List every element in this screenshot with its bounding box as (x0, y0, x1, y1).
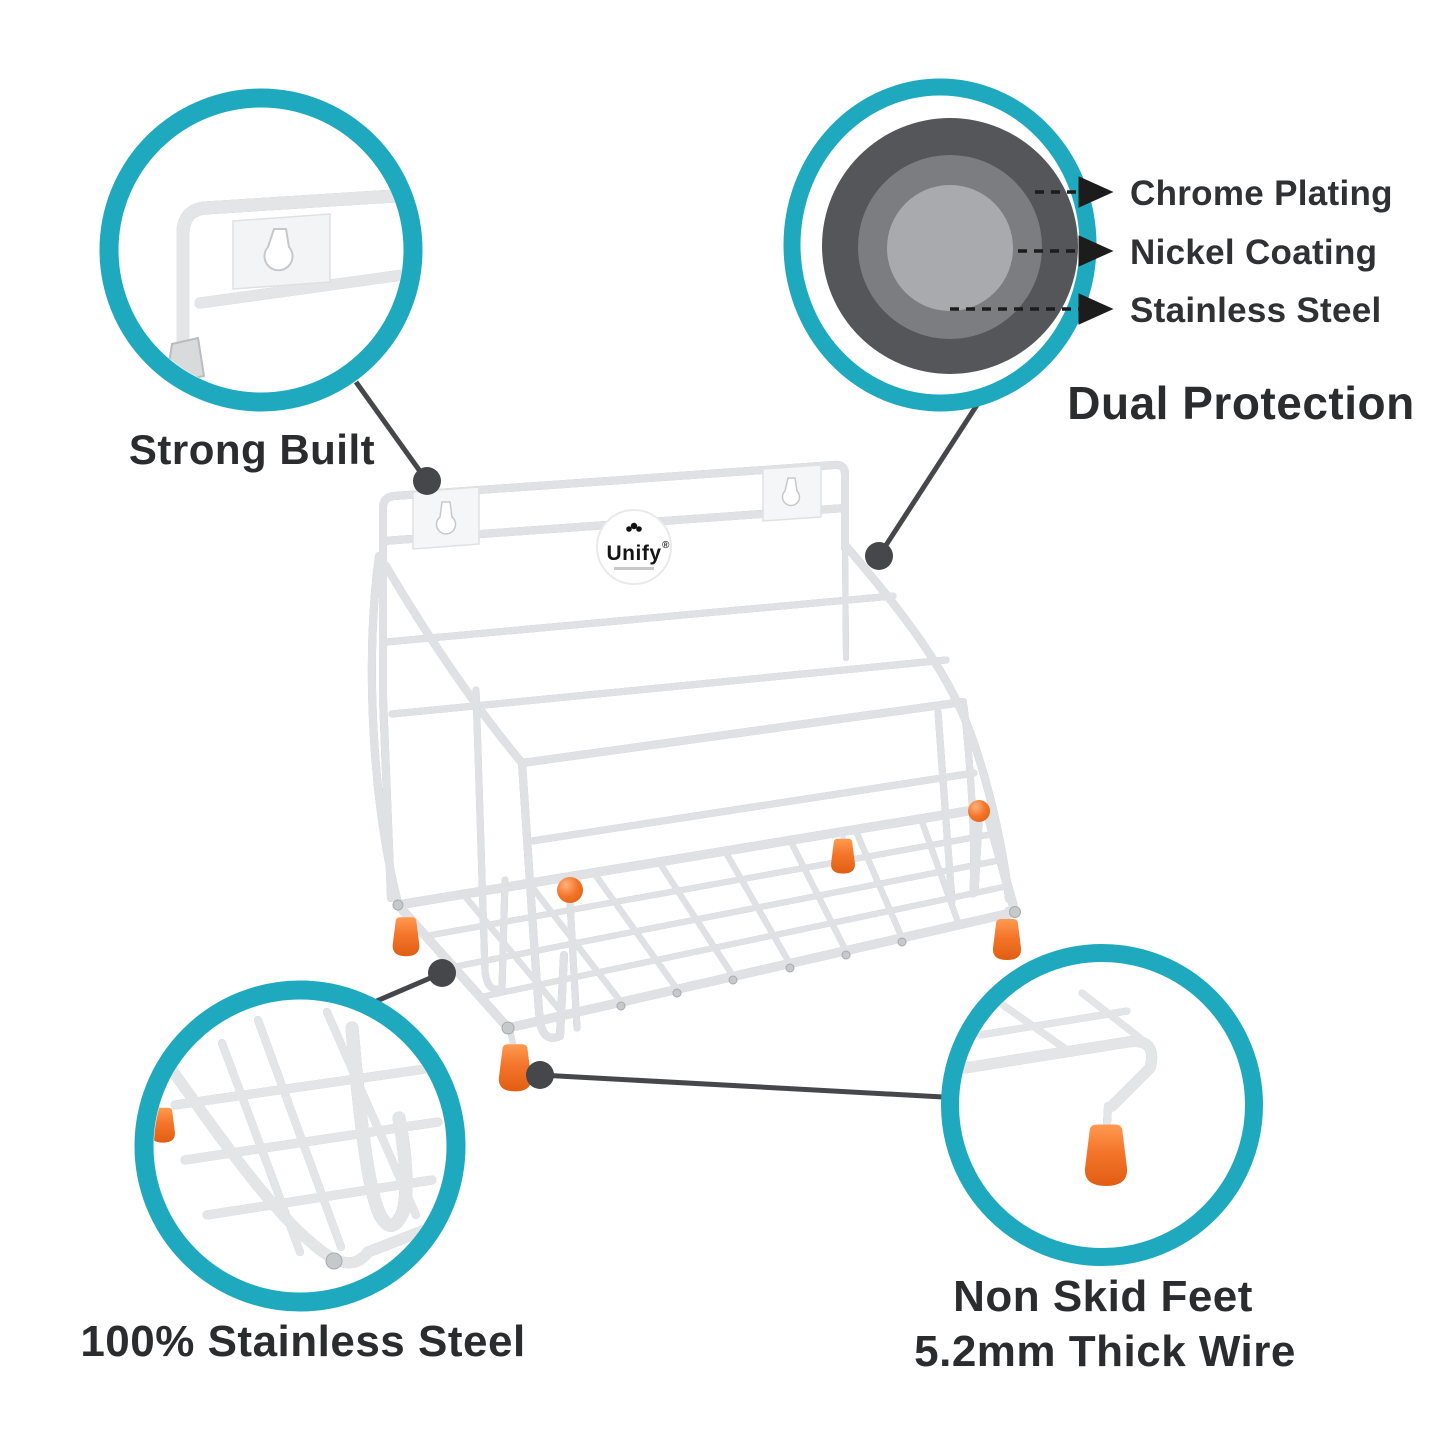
callout-circle (99, 88, 423, 412)
chrome-plating-label: Chrome Plating (1130, 174, 1393, 213)
non-skid-caption-line1: Non Skid Feet (953, 1272, 1253, 1321)
brand-name: Unify (607, 542, 662, 565)
callout-stainless-steel: 100% Stainless Steel (80, 980, 525, 1366)
callout-dual-protection: Chrome Plating Nickel Coating Stainless … (783, 78, 1414, 429)
orange-ball-cap (557, 877, 583, 903)
layer-stainless-steel (887, 185, 1013, 311)
stainless-steel-label: Stainless Steel (1130, 291, 1382, 330)
non-skid-caption-line2: 5.2mm Thick Wire (914, 1327, 1296, 1376)
product-illustration: Unify ® (372, 464, 1022, 1092)
orange-ball-cap (968, 800, 990, 822)
keyhole-bracket-left (412, 486, 480, 550)
callout-circle (134, 980, 466, 1312)
keyhole-icon (263, 228, 294, 272)
nickel-coating-label: Nickel Coating (1130, 233, 1377, 272)
stainless-steel-caption: 100% Stainless Steel (80, 1317, 525, 1366)
callout-strong-built: Strong Built (99, 88, 423, 473)
connector-dots (413, 467, 893, 1089)
keyhole-bracket-right (762, 464, 822, 522)
keyhole-icon (781, 477, 801, 507)
non-skid-foot-zoom (1084, 1124, 1128, 1186)
brand-registered-mark: ® (662, 540, 670, 551)
brand-leaf-icon (626, 522, 642, 532)
wire-end-nubs (392, 899, 1021, 1035)
dual-protection-label: Dual Protection (1067, 377, 1414, 429)
brand-badge: Unify ® (596, 509, 672, 585)
connector-lines (353, 380, 991, 1100)
layer-arrows (950, 176, 1114, 325)
callout-non-skid-feet: Non Skid Feet 5.2mm Thick Wire (914, 944, 1296, 1376)
callout-circle (941, 944, 1263, 1266)
keyhole-icon (435, 501, 457, 535)
strong-built-label: Strong Built (129, 426, 375, 473)
